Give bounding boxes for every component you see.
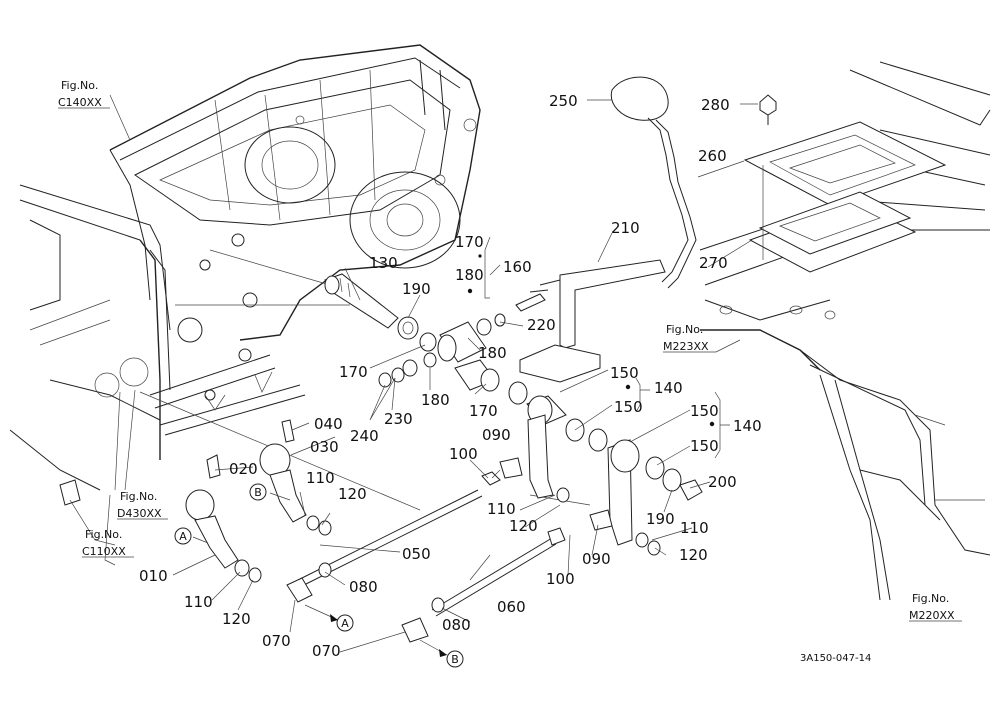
fig-ref-label: Fig.No. bbox=[912, 592, 949, 605]
marker-a-1: A bbox=[174, 527, 192, 545]
shift-shaft-130 bbox=[324, 273, 608, 452]
fig-ref-code: C140XX bbox=[58, 96, 102, 109]
part-number: 170 bbox=[339, 363, 368, 381]
part-number: 090 bbox=[482, 426, 511, 444]
part-number: 220 bbox=[527, 316, 556, 334]
part-number: 150 bbox=[690, 437, 719, 455]
part-number: 080 bbox=[349, 578, 378, 596]
transmission-case bbox=[109, 44, 481, 401]
bracket-dot bbox=[478, 254, 482, 258]
part-number: 250 bbox=[549, 92, 578, 110]
fig-ref-code: M223XX bbox=[663, 340, 709, 353]
shift-arm-030 bbox=[259, 419, 332, 536]
fig-ref-m223: Fig.No. M223XX bbox=[663, 323, 741, 353]
part-number: 180 bbox=[421, 391, 450, 409]
part-number: 080 bbox=[442, 616, 471, 634]
fig-ref-d430: Fig.No. D430XX bbox=[117, 490, 168, 520]
fig-ref-m220: Fig.No. M220XX bbox=[909, 592, 962, 622]
bracket-dot bbox=[709, 421, 715, 427]
part-number: 150 bbox=[690, 402, 719, 420]
fig-ref-c110: Fig.No. C110XX bbox=[82, 528, 134, 558]
part-numbers: 250 280 260 210 270 170 180 160 130 190 … bbox=[139, 92, 762, 660]
drawing-code: 3A150-047-14 bbox=[800, 653, 871, 664]
fig-ref-label: Fig.No. bbox=[666, 323, 703, 336]
part-number: 270 bbox=[699, 254, 728, 272]
rod-050 bbox=[286, 457, 523, 603]
marker-b-1: B bbox=[249, 483, 267, 501]
part-number: 070 bbox=[262, 632, 291, 650]
part-number: 260 bbox=[698, 147, 727, 165]
bracket-dot bbox=[467, 288, 473, 294]
part-number: 200 bbox=[708, 473, 737, 491]
part-number: 180 bbox=[478, 344, 507, 362]
part-number: 230 bbox=[384, 410, 413, 428]
part-number: 160 bbox=[503, 258, 532, 276]
part-number: 150 bbox=[610, 364, 639, 382]
marker-label: A bbox=[341, 617, 349, 630]
part-number: 090 bbox=[582, 550, 611, 568]
fig-ref-code: M220XX bbox=[909, 609, 955, 622]
part-number: 070 bbox=[312, 642, 341, 660]
fig-ref-label: Fig.No. bbox=[61, 79, 98, 92]
part-number: 110 bbox=[680, 519, 709, 537]
part-number: 120 bbox=[338, 485, 367, 503]
bracket-dot bbox=[625, 384, 631, 390]
part-number: 110 bbox=[184, 593, 213, 611]
fork-arm-140-lower bbox=[607, 439, 703, 556]
part-number: 110 bbox=[306, 469, 335, 487]
part-number: 050 bbox=[402, 545, 431, 563]
part-number: 100 bbox=[449, 445, 478, 463]
part-number: 190 bbox=[402, 280, 431, 298]
marker-arrows bbox=[192, 492, 448, 657]
part-number: 100 bbox=[546, 570, 575, 588]
part-number: 210 bbox=[611, 219, 640, 237]
part-number: 140 bbox=[733, 417, 762, 435]
shift-arm-010 bbox=[185, 454, 262, 583]
part-number: 170 bbox=[455, 233, 484, 251]
part-number: 180 bbox=[455, 266, 484, 284]
fig-ref-label: Fig.No. bbox=[120, 490, 157, 503]
part-number: 010 bbox=[139, 567, 168, 585]
fig-ref-c140: Fig.No. C140XX bbox=[58, 79, 110, 109]
marker-label: A bbox=[179, 530, 187, 543]
shift-fork-rods bbox=[149, 354, 306, 436]
part-number: 150 bbox=[614, 398, 643, 416]
part-number: 170 bbox=[469, 402, 498, 420]
part-number: 240 bbox=[350, 427, 379, 445]
part-number: 020 bbox=[229, 460, 258, 478]
part-number: 120 bbox=[679, 546, 708, 564]
rod-060 bbox=[401, 509, 613, 643]
part-number: 060 bbox=[497, 598, 526, 616]
marker-a-2: A bbox=[336, 614, 354, 632]
part-number: 280 bbox=[701, 96, 730, 114]
shift-lever-assembly bbox=[519, 76, 697, 383]
marker-label: B bbox=[254, 486, 262, 499]
fork-arm-140-upper bbox=[527, 414, 570, 503]
marker-b-2: B bbox=[446, 650, 464, 668]
part-number: 190 bbox=[646, 510, 675, 528]
fig-ref-code: C110XX bbox=[82, 545, 126, 558]
part-number: 030 bbox=[310, 438, 339, 456]
part-number: 130 bbox=[369, 254, 398, 272]
callout-leaders bbox=[172, 99, 758, 653]
part-number: 120 bbox=[222, 610, 251, 628]
fig-ref-code: D430XX bbox=[117, 507, 162, 520]
chassis-frame bbox=[9, 184, 171, 506]
gate-plates bbox=[743, 94, 947, 273]
part-number: 110 bbox=[487, 500, 516, 518]
fig-ref-label: Fig.No. bbox=[85, 528, 122, 541]
marker-label: B bbox=[451, 653, 459, 666]
part-number: 040 bbox=[314, 415, 343, 433]
part-number: 120 bbox=[509, 517, 538, 535]
part-number: 140 bbox=[654, 379, 683, 397]
